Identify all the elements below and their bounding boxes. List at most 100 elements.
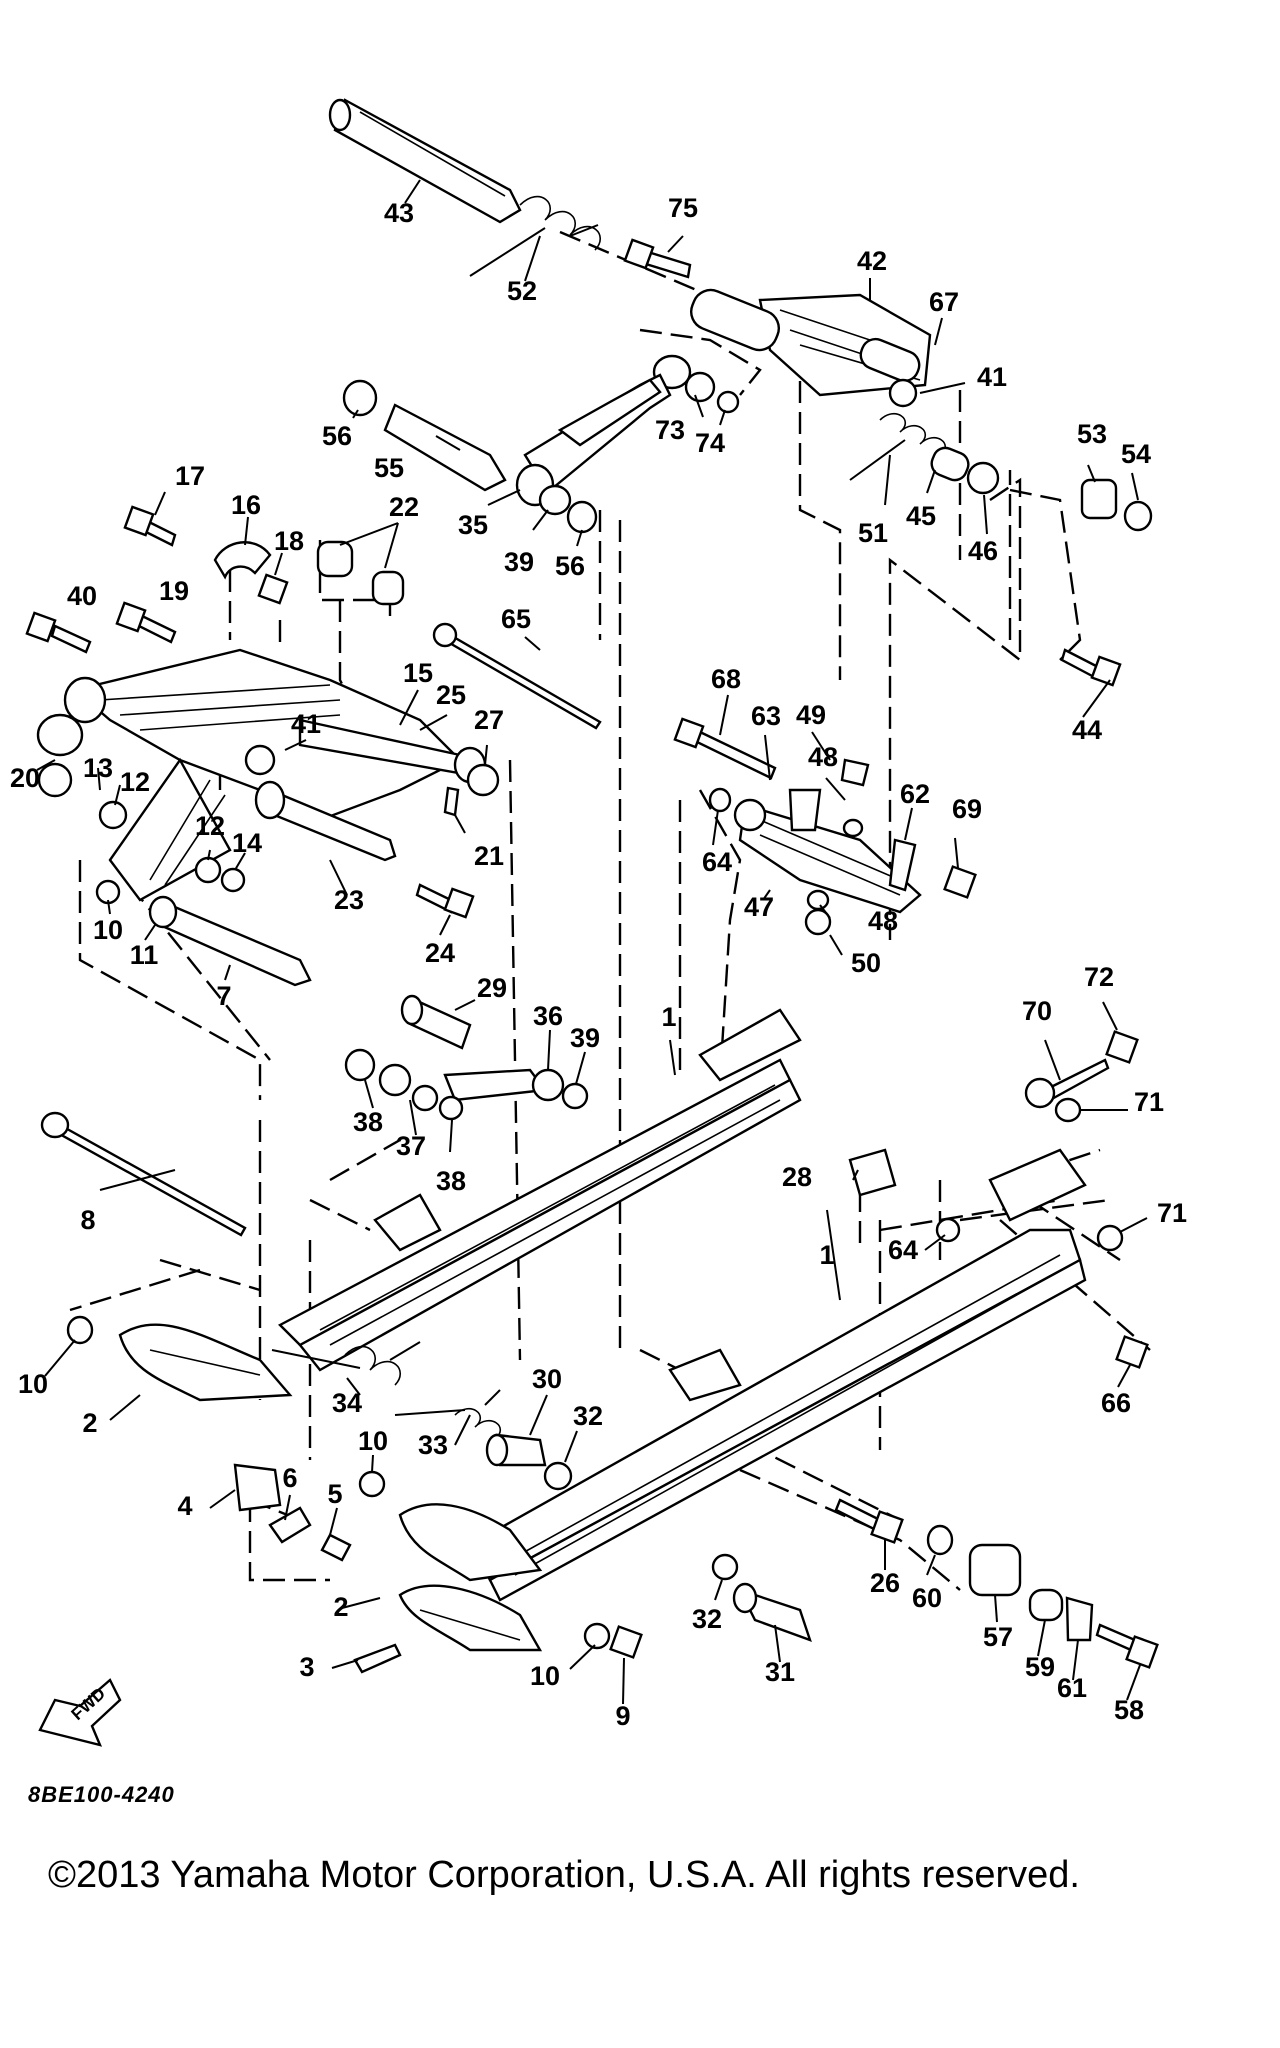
shafts-and-springs [328,98,1153,687]
callout-12: 12 [120,767,150,797]
shock-link-36 [443,1068,589,1110]
bolt-26 [834,1498,904,1544]
callout-23: 23 [334,885,364,915]
callout-10: 10 [18,1369,48,1399]
callout-44: 44 [1072,715,1102,745]
rear-bracket-28 [848,1148,897,1197]
callout-56: 56 [555,551,585,581]
callout-21: 21 [474,841,504,871]
callout-14: 14 [232,828,262,858]
collar-22 [316,540,405,606]
callout-17: 17 [175,461,205,491]
callout-70: 70 [1022,996,1052,1026]
callout-6: 6 [282,1463,297,1493]
front-arm-assembly [25,505,602,987]
callout-74: 74 [695,428,725,458]
shaft-43 [328,98,522,224]
callout-11: 11 [130,940,159,970]
callout-32: 32 [692,1604,722,1634]
collar-31 [732,1582,812,1642]
callout-28: 28 [782,1162,812,1192]
spring-52 [469,195,601,277]
callout-49: 49 [796,700,826,730]
callout-1: 1 [819,1240,834,1270]
callout-65: 65 [501,604,531,634]
cap-53-54 [1080,478,1153,532]
callout-75: 75 [668,193,698,223]
callout-53: 53 [1077,419,1107,449]
collar-73-74 [652,354,740,414]
rail-left [118,1008,802,1402]
callout-50: 50 [851,948,881,978]
bolt-19 [115,601,177,644]
callout-33: 33 [418,1430,448,1460]
callout-48: 48 [868,906,898,936]
shock-absorber [515,373,672,507]
callout-35: 35 [458,510,488,540]
callout-63: 63 [751,701,781,731]
callout-47: 47 [744,892,774,922]
collar-41 [888,378,918,408]
callout-40: 40 [67,581,97,611]
collars-37-38 [344,1048,464,1121]
callout-39: 39 [504,547,534,577]
callout-7: 7 [216,981,231,1011]
callout-66: 66 [1101,1388,1131,1418]
fwd-arrow-icon: FWD [38,1678,122,1747]
callout-2: 2 [82,1408,97,1438]
collar-57 [968,1543,1022,1597]
bolt-75 [623,238,692,279]
callout-12: 12 [195,811,225,841]
lever-62 [888,838,917,892]
bracket-42 [690,288,932,397]
bolt-40 [25,611,92,654]
collar-27 [466,763,500,797]
washers-10 [66,1315,611,1650]
spring-34 [271,1341,421,1386]
callout-42: 42 [857,246,887,276]
collar-59 [1028,1588,1064,1622]
callout-20: 20 [10,763,40,793]
collar-30-32 [485,1433,573,1491]
collar-29 [400,994,472,1050]
callout-19: 19 [159,576,189,606]
runner-tip-4-6-5 [233,1463,352,1562]
bolt-24 [415,883,475,919]
callout-48: 48 [808,742,838,772]
callout-5: 5 [327,1479,342,1509]
spring-51 [849,412,947,481]
bolt-58 [1095,1623,1159,1669]
callout-67: 67 [929,287,959,317]
callout-27: 27 [474,705,504,735]
washer-60 [926,1524,954,1556]
callout-25: 25 [436,680,466,710]
callout-60: 60 [912,1583,942,1613]
callout-4: 4 [177,1491,192,1521]
callout-69: 69 [952,794,982,824]
shaft-7 [148,895,312,987]
bolt-44 [1060,648,1122,687]
callout-38: 38 [353,1107,383,1137]
bolt-17 [123,505,177,547]
callout-1: 1 [661,1002,676,1032]
bracket-16 [213,541,272,580]
callout-13: 13 [83,753,113,783]
callout-45: 45 [906,501,936,531]
callout-73: 73 [655,415,685,445]
callout-55: 55 [374,453,404,483]
drawing-number: 8BE100-4240 [28,1782,175,1807]
callout-29: 29 [477,973,507,1003]
callout-34: 34 [332,1388,362,1418]
callout-10: 10 [530,1661,560,1691]
callout-43: 43 [384,198,414,228]
callout-72: 72 [1084,962,1114,992]
rear-arm-47 [733,798,922,914]
callout-26: 26 [870,1568,900,1598]
nut-18 [257,573,289,605]
collar-45-46 [930,446,1000,495]
callout-32: 32 [573,1401,603,1431]
nut-9 [609,1625,643,1659]
callout-9: 9 [615,1701,630,1731]
slide-rails [66,1008,1159,1674]
spring-33 [394,1389,502,1440]
